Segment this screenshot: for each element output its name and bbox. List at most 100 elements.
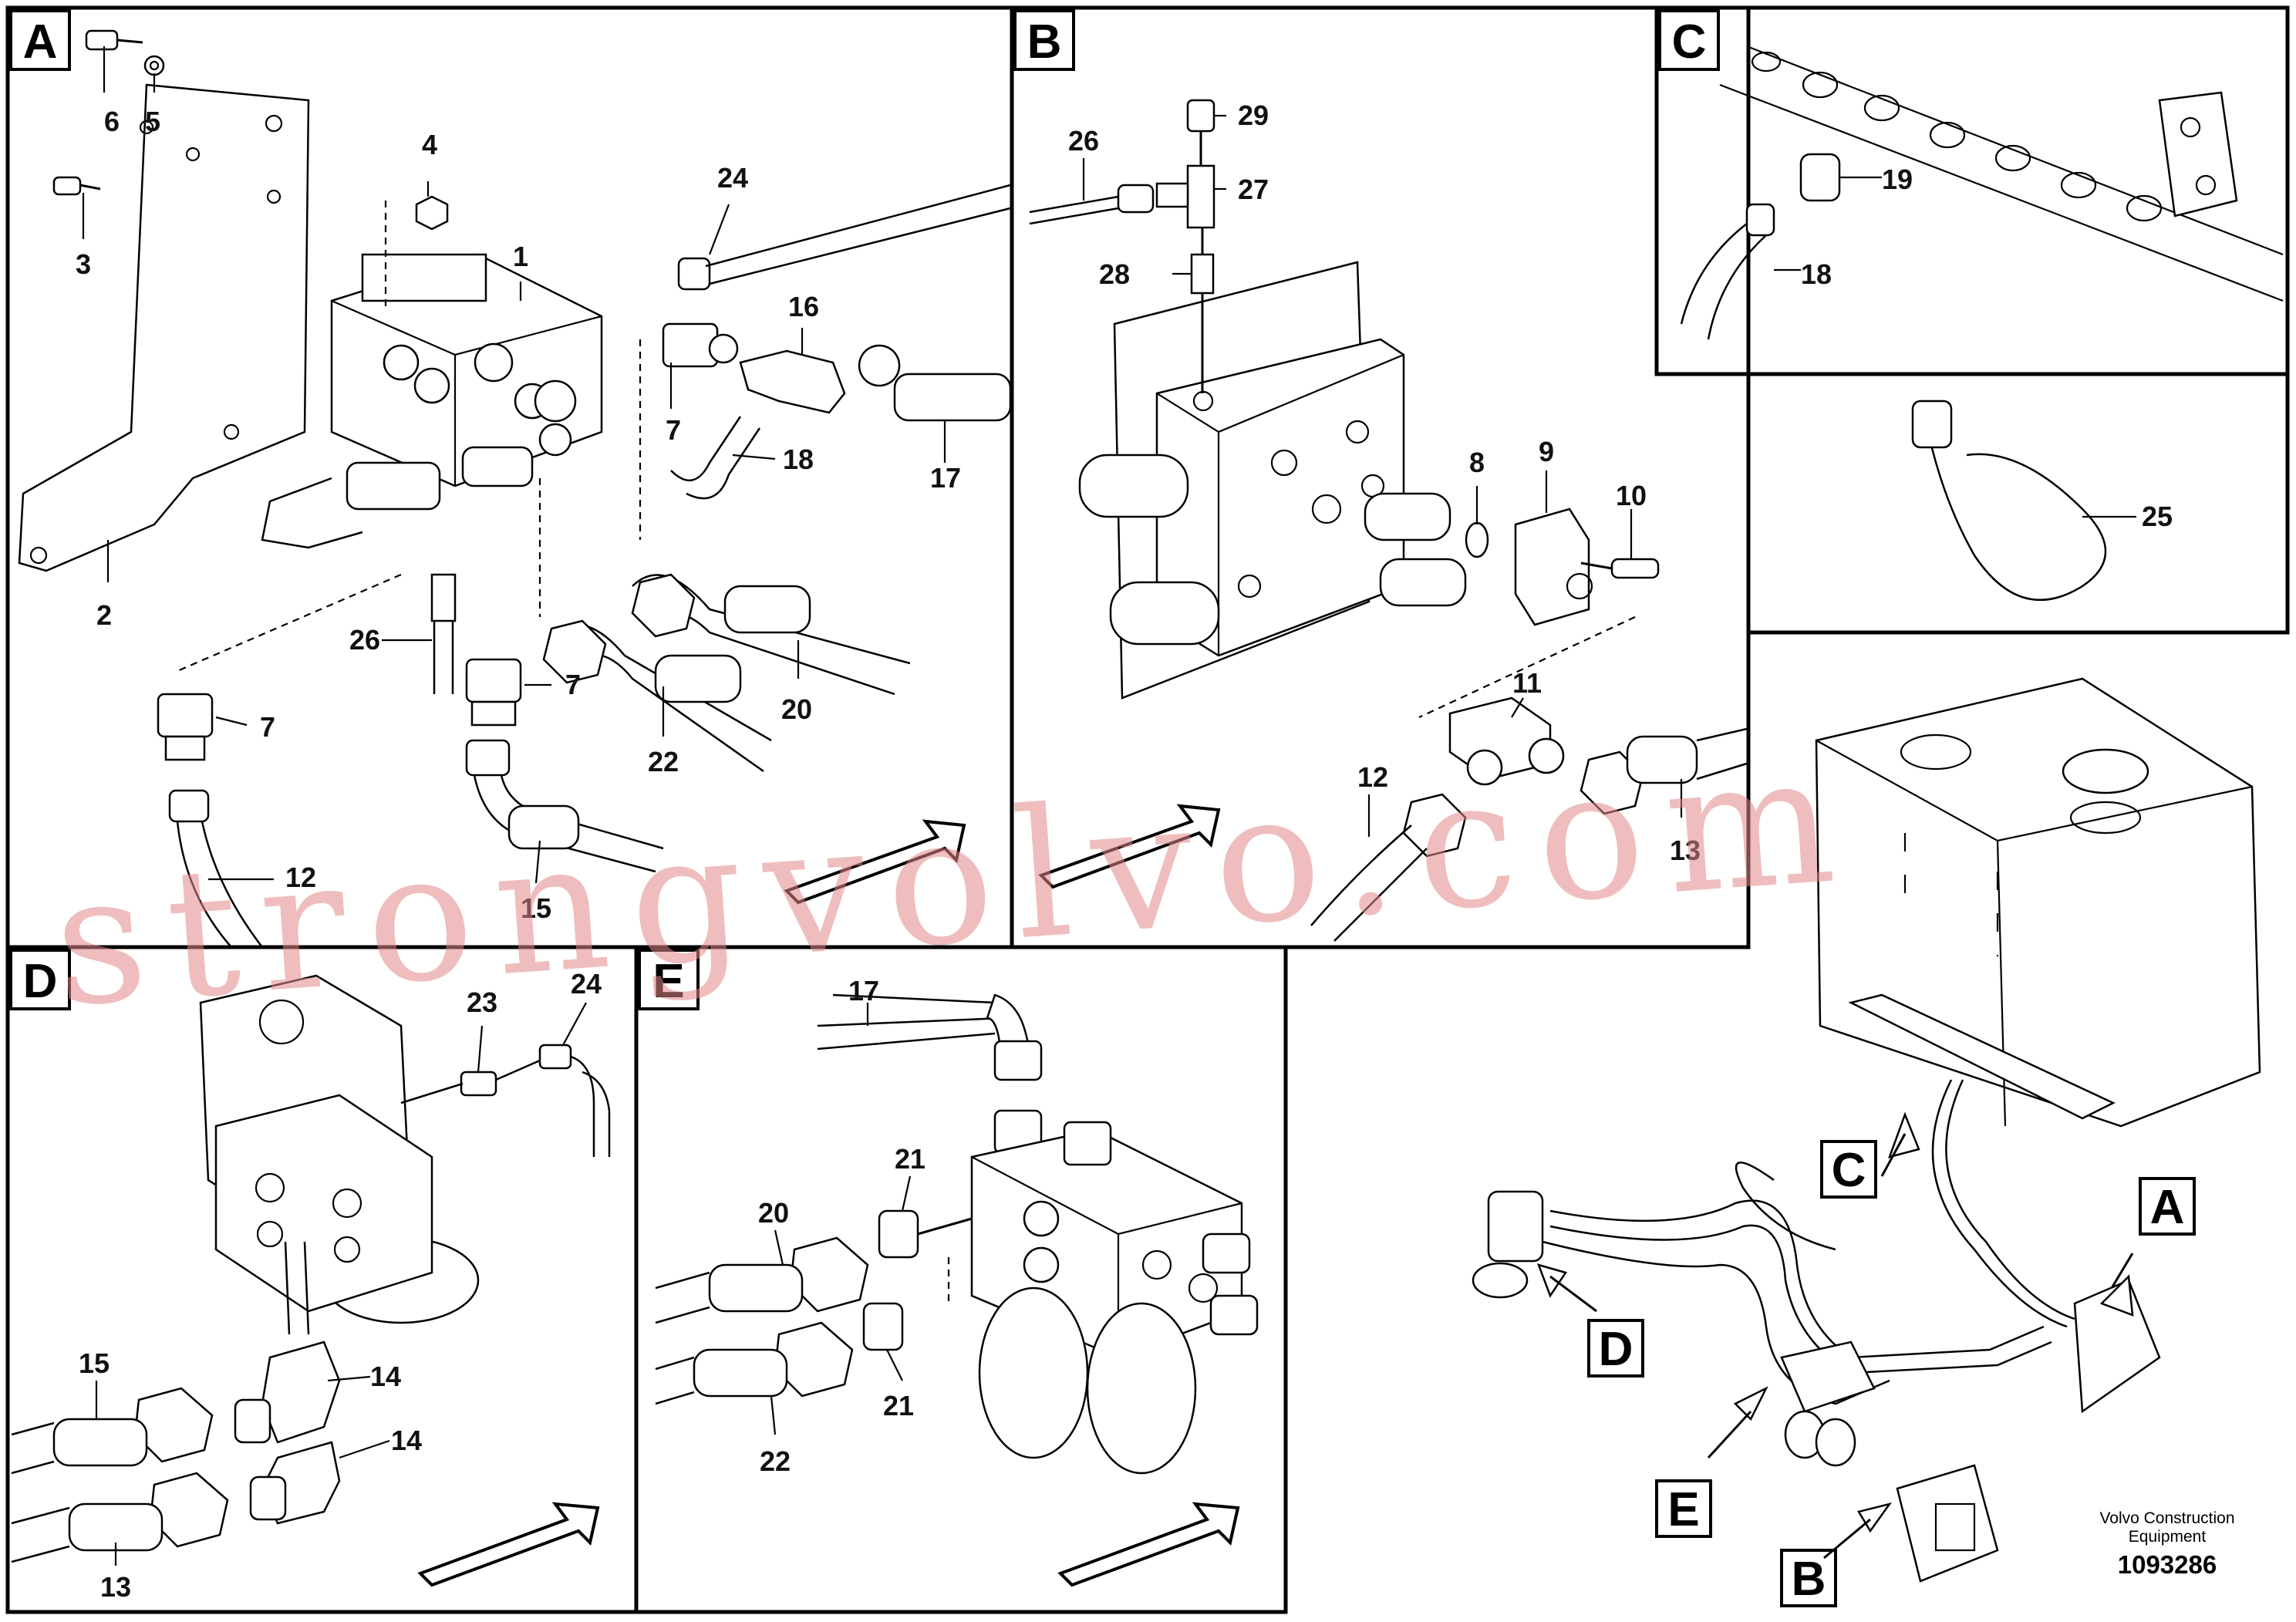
callout: 12	[285, 862, 316, 893]
callout: 24	[717, 162, 748, 194]
callout: 28	[1099, 258, 1130, 290]
callout: 21	[883, 1390, 914, 1421]
panel-e-drawing	[655, 993, 1259, 1587]
callout: 5	[145, 106, 160, 137]
overview-component-d	[1487, 1190, 1544, 1263]
panel-letter-e: E	[638, 949, 700, 1010]
callout: 18	[1801, 258, 1832, 290]
svg-text:A: A	[23, 15, 58, 69]
pointer-a	[2099, 1274, 2134, 1317]
callout: 27	[1238, 174, 1269, 205]
callout: 1	[513, 241, 528, 272]
bolt-6	[85, 29, 119, 51]
callout: 18	[783, 443, 814, 475]
elbow-14-upper	[261, 1340, 341, 1444]
panel-e-callouts: 17 21 20 21 22	[758, 975, 925, 1477]
fitting-7-lower	[465, 658, 522, 703]
overview-component-a	[2073, 1279, 2161, 1414]
callout: 10	[1616, 480, 1647, 511]
callout: 26	[1068, 125, 1099, 157]
fitting-19	[1799, 153, 1841, 202]
washer-5	[143, 55, 165, 76]
callout: 17	[930, 462, 961, 494]
callout: 22	[760, 1445, 791, 1477]
callout: 29	[1238, 99, 1269, 131]
panel-c-callouts: 19 18	[1801, 164, 1913, 290]
overview-label-a: A	[2150, 1181, 2185, 1234]
fitting-23	[460, 1071, 497, 1097]
callout: 24	[571, 968, 602, 1000]
callout: 23	[467, 986, 497, 1018]
callout: 2	[96, 599, 112, 631]
direction-arrow-d	[417, 1502, 600, 1587]
panel-letter-c: C	[1658, 9, 1720, 71]
elbow-16	[739, 349, 846, 414]
callout: 13	[100, 1571, 131, 1603]
tee-27	[1186, 164, 1215, 229]
o-ring-8	[1465, 521, 1489, 558]
overview-label-c: C	[1832, 1144, 1866, 1197]
company-line-1: Volvo Construction	[2099, 1509, 2234, 1527]
callout: 9	[1539, 436, 1554, 467]
svg-text:B: B	[1027, 15, 1062, 69]
overview-labels: C A D E B	[1587, 1140, 2196, 1607]
callout: 7	[666, 414, 681, 446]
callout: 20	[758, 1197, 789, 1229]
bolt-10	[1610, 558, 1660, 579]
panel-d-drawing	[11, 974, 611, 1587]
direction-arrow-b	[1038, 804, 1221, 889]
panel-c-drawing	[1680, 45, 2284, 340]
panel-c2-callouts: 25	[2142, 501, 2173, 532]
watermark-text: strongvolvo.com	[48, 716, 1862, 1047]
overview-label-b: B	[1792, 1553, 1826, 1606]
callout: 15	[521, 892, 551, 924]
bolt-3	[52, 176, 82, 196]
nut-17	[858, 344, 901, 387]
panel-b-drawing	[1029, 99, 1748, 942]
flange-9	[1514, 508, 1590, 626]
callout: 7	[260, 711, 275, 743]
cap-29	[1186, 99, 1215, 133]
callout: 25	[2142, 501, 2173, 532]
panel-letter-d: D	[9, 949, 71, 1010]
fitting-26	[430, 573, 457, 622]
callout: 12	[1357, 761, 1388, 793]
valve-block-d	[214, 1094, 433, 1313]
overview-label-d: D	[1599, 1323, 1633, 1376]
callout: 26	[349, 624, 380, 656]
callout: 3	[76, 248, 91, 280]
accumulator-right	[1086, 1302, 1197, 1475]
panel-a-drawing	[18, 29, 1012, 948]
svg-text:C: C	[1672, 15, 1707, 69]
callout: 14	[391, 1425, 422, 1456]
callout: 13	[1670, 835, 1701, 866]
panel-a-callouts: 6 5 4 3 1 24 16 7 18 17 2 26 7 7 20 22 1…	[76, 106, 961, 924]
overview-label-e: E	[1667, 1483, 1699, 1536]
panel-letter-a: A	[9, 9, 71, 71]
panel-letter-b: B	[1013, 9, 1075, 71]
company-line-2: Equipment	[2129, 1528, 2207, 1546]
hydraulic-tank	[1815, 677, 2261, 1128]
callout: 19	[1882, 164, 1913, 195]
nipple-28	[1190, 253, 1215, 295]
panel-b-callouts: 29 26 27 28 8 9 10 11 12 13	[1068, 99, 1701, 866]
panel-c2-drawing	[1911, 400, 2136, 602]
callout: 6	[104, 106, 120, 137]
svg-text:D: D	[23, 955, 58, 1008]
overview-component-b	[1896, 1464, 1999, 1583]
fitting-7-left	[157, 693, 214, 738]
direction-arrow-e	[1057, 1502, 1240, 1587]
accumulator-left	[978, 1286, 1089, 1459]
panel-e-frame	[634, 945, 1288, 1614]
callout: 11	[1512, 667, 1542, 699]
callout: 21	[895, 1143, 925, 1175]
fitting-21-lower	[862, 1302, 904, 1351]
pointer-d	[1536, 1263, 1567, 1298]
panel-frames	[5, 5, 2290, 1614]
fitting-17	[993, 1040, 1043, 1081]
callout: 8	[1469, 447, 1485, 478]
overview-drawing	[1472, 677, 2261, 1583]
callout: 16	[788, 291, 819, 322]
callout: 14	[370, 1361, 401, 1392]
panel-d-callouts: 23 24 14 15 14 13	[79, 968, 602, 1603]
